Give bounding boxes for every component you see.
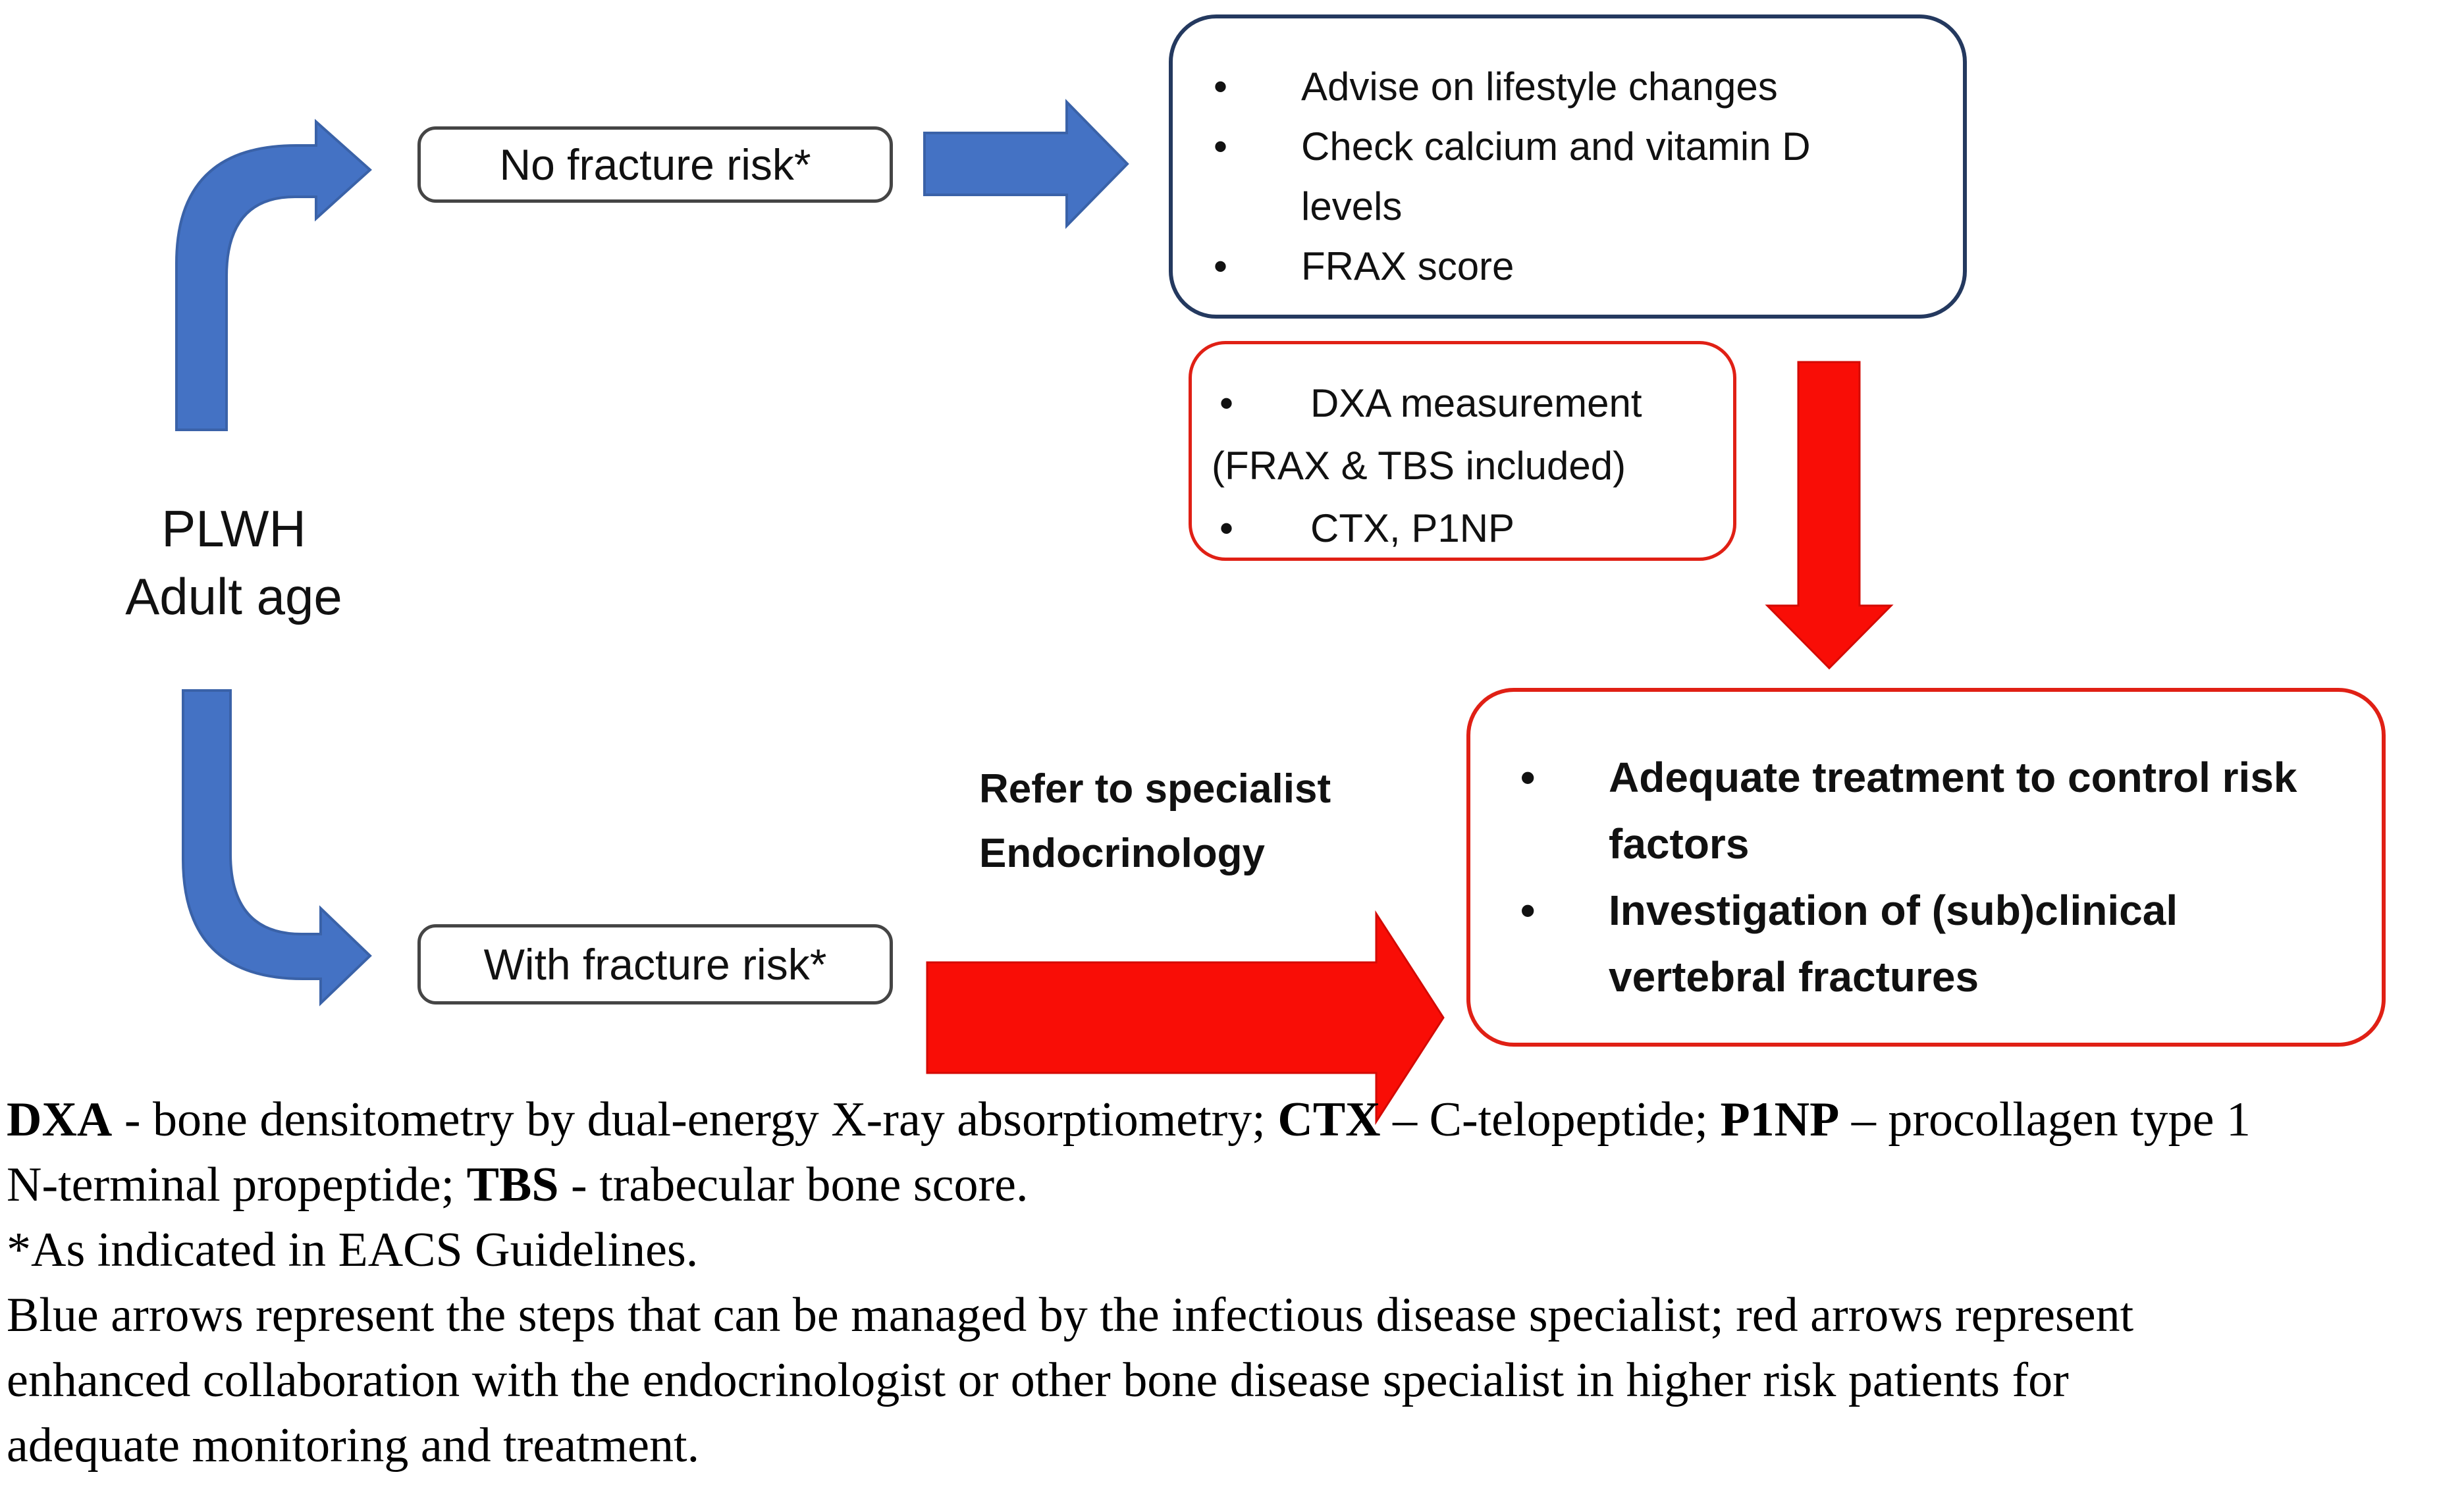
lifestyle-list: • Advise on lifestyle changes • Check ca… <box>1173 18 1963 296</box>
with-fracture-risk-label: With fracture risk* <box>483 940 827 989</box>
caption: DXA - bone densitometry by dual-energy X… <box>7 1087 2459 1478</box>
caption-line-2: N-terminal propeptide; TBS - trabecular … <box>7 1153 2459 1218</box>
caption-text: N-terminal propeptide; <box>7 1158 467 1212</box>
blue-bent-arrow-down-icon <box>182 689 372 1006</box>
bullet-icon: • <box>1214 65 1228 109</box>
dxa-list: • DXA measurement (FRAX & TBS included) … <box>1192 344 1733 560</box>
refer-specialist-label: Refer to specialist Endocrinology <box>979 757 1331 886</box>
list-item-text: Investigation of (sub)clinical vertebral… <box>1609 887 2178 1001</box>
blue-bent-arrow-up-icon <box>175 118 372 431</box>
lifestyle-screening-box: • Advise on lifestyle changes • Check ca… <box>1169 14 1967 319</box>
caption-line-4: Blue arrows represent the steps that can… <box>7 1288 2134 1342</box>
start-label-line2: Adult age <box>125 567 342 625</box>
dxa-measurement-box: • DXA measurement (FRAX & TBS included) … <box>1189 341 1736 561</box>
blue-right-arrow-icon <box>923 99 1129 229</box>
list-item-text: FRAX score <box>1301 244 1514 288</box>
with-fracture-risk-box: With fracture risk* <box>417 924 893 1004</box>
list-item: • DXA measurement <box>1212 372 1733 434</box>
list-item: (FRAX & TBS included) <box>1212 434 1733 497</box>
list-item-text: Adequate treatment to control risk facto… <box>1609 754 2297 868</box>
list-item: • Check calcium and vitamin D levels <box>1192 117 1963 236</box>
refer-specialist-line2: Endocrinology <box>979 831 1265 876</box>
caption-text: - bone densitometry by dual-energy X-ray… <box>112 1093 1278 1147</box>
caption-term-dxa: DXA <box>7 1093 113 1147</box>
list-item-text: DXA measurement <box>1310 381 1642 425</box>
bullet-icon: • <box>1219 506 1234 550</box>
caption-text: – procollagen type 1 <box>1839 1093 2251 1147</box>
no-fracture-risk-box: No fracture risk* <box>417 126 893 203</box>
list-item: • FRAX score <box>1192 236 1963 296</box>
start-label: PLWH Adult age <box>86 495 382 631</box>
caption-term-p1np: P1NP <box>1720 1093 1840 1147</box>
list-item: • Adequate treatment to control risk fac… <box>1516 744 2382 877</box>
caption-line-1: DXA - bone densitometry by dual-energy X… <box>7 1087 2459 1153</box>
caption-term-ctx: CTX <box>1277 1093 1381 1147</box>
list-item-text: Advise on lifestyle changes <box>1301 65 1778 109</box>
start-label-line1: PLWH <box>161 500 306 558</box>
bullet-icon: • <box>1214 124 1228 169</box>
caption-term-tbs: TBS <box>466 1158 559 1212</box>
red-down-arrow-icon <box>1765 361 1894 670</box>
list-item: • Investigation of (sub)clinical vertebr… <box>1516 877 2382 1010</box>
treatment-box: • Adequate treatment to control risk fac… <box>1466 688 2386 1047</box>
bullet-icon: • <box>1520 754 1536 801</box>
bullet-icon: • <box>1520 887 1536 934</box>
list-item-text: Check calcium and vitamin D levels <box>1301 124 1811 228</box>
caption-line-5: enhanced collaboration with the endocrin… <box>7 1353 2069 1407</box>
caption-line-3: *As indicated in EACS Guidelines. <box>7 1223 699 1277</box>
caption-line-6: adequate monitoring and treatment. <box>7 1419 700 1473</box>
no-fracture-risk-label: No fracture risk* <box>499 140 811 189</box>
treatment-list: • Adequate treatment to control risk fac… <box>1470 692 2382 1010</box>
bullet-icon: • <box>1214 244 1228 288</box>
bullet-icon: • <box>1219 381 1234 425</box>
caption-text: - trabecular bone score. <box>558 1158 1029 1212</box>
red-right-arrow-icon <box>926 910 1445 1126</box>
refer-specialist-line1: Refer to specialist <box>979 766 1331 812</box>
caption-text: – C-telopeptide; <box>1380 1093 1721 1147</box>
list-item: • CTX, P1NP <box>1212 497 1733 560</box>
list-item-text: CTX, P1NP <box>1310 506 1515 550</box>
list-item-text: (FRAX & TBS included) <box>1212 444 1626 488</box>
list-item: • Advise on lifestyle changes <box>1192 57 1963 117</box>
